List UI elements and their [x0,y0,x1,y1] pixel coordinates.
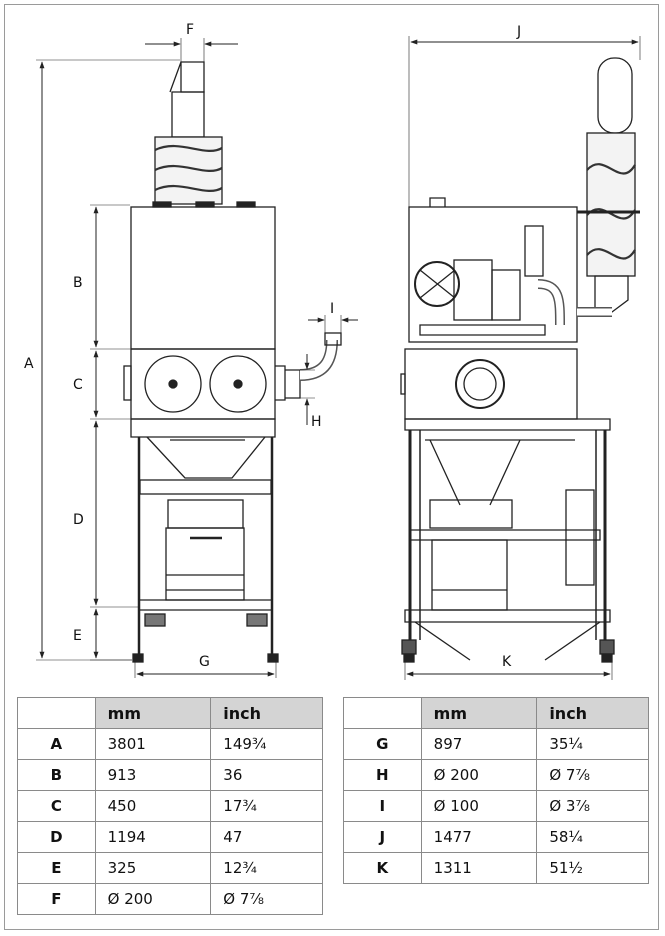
row-inch: 17¾ [210,790,323,822]
header-mm: mm [420,697,538,729]
row-inch: Ø 3⅞ [536,790,649,822]
technical-drawing: A B C D E F G H I J K [24,22,641,680]
header-inch: inch [210,697,323,729]
dimension-lines [36,36,641,680]
row-inch: Ø 7⅞ [536,759,649,791]
table-header-row: mm inch [343,697,649,729]
row-mm: 325 [94,852,212,884]
header-mm: mm [94,697,212,729]
dim-label-b: B [73,275,83,291]
row-inch: 58¼ [536,821,649,853]
row-mm: Ø 200 [420,759,538,791]
row-inch: 51½ [536,852,649,884]
row-key: H [343,759,422,791]
row-mm: 1311 [420,852,538,884]
dim-label-k: K [502,654,512,670]
header-blank [343,697,422,729]
dim-label-j: J [516,24,521,40]
figure-frame [4,4,659,930]
dim-label-c: C [73,377,83,393]
row-mm: 897 [420,728,538,760]
row-mm: 1194 [94,821,212,853]
row-mm: Ø 100 [420,790,538,822]
dim-label-a: A [24,356,34,372]
dim-label-h: H [311,414,322,430]
row-inch: 36 [210,759,323,791]
row-key: K [343,852,422,884]
row-key: A [17,728,96,760]
header-inch: inch [536,697,649,729]
row-mm: 1477 [420,821,538,853]
row-key: F [17,883,96,915]
dim-label-f: F [186,22,194,38]
row-key: B [17,759,96,791]
row-mm: 450 [94,790,212,822]
dimension-letters: A B C D E F G H I J K [24,22,521,670]
row-key: G [343,728,422,760]
front-view-machine [123,61,342,663]
row-key: C [17,790,96,822]
row-inch: 12¾ [210,852,323,884]
side-view-machine [400,57,640,663]
dim-label-g: G [199,654,210,670]
row-mm: 3801 [94,728,212,760]
row-inch: 35¼ [536,728,649,760]
row-key: J [343,821,422,853]
dim-label-e: E [73,628,82,644]
dim-label-d: D [73,512,84,528]
row-inch: 149¾ [210,728,323,760]
row-mm: 913 [94,759,212,791]
table-header-row: mm inch [17,697,323,729]
header-blank [17,697,96,729]
row-key: D [17,821,96,853]
row-mm: Ø 200 [94,883,212,915]
row-key: I [343,790,422,822]
row-inch: Ø 7⅞ [210,883,323,915]
dim-label-i: I [330,301,334,317]
row-inch: 47 [210,821,323,853]
row-key: E [17,852,96,884]
